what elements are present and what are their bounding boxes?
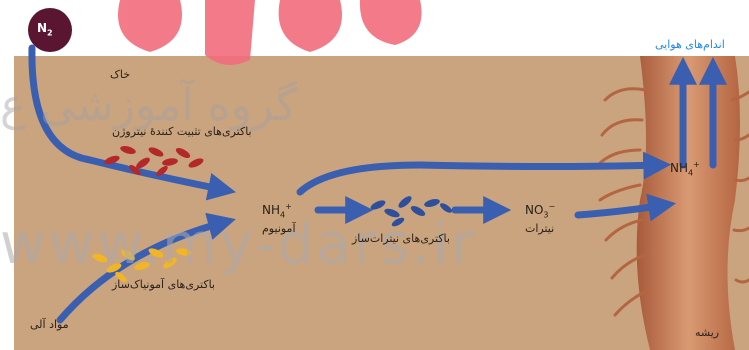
root-label: ریشه: [695, 326, 720, 339]
ammonium-formula: NH4+: [262, 202, 292, 220]
fixing-bacteria-label: باکتری‌های تثبیت کنندهٔ نیتروژن: [112, 125, 252, 138]
organic-matter-label: مواد آلی: [30, 318, 69, 331]
arrow-organic-to-ammonium: [56, 212, 236, 324]
ammonifying-bacteria-label: باکتری‌های آمونیاک‌ساز: [112, 278, 215, 291]
arrow-ammonium-to-root: [296, 151, 672, 196]
ammonium-name-label: آمونیوم: [262, 222, 296, 235]
nitrifying-bacteria-cluster: [370, 196, 452, 227]
aerial-parts-label: اندام‌های هوایی: [655, 38, 725, 51]
process-arrows: [28, 44, 727, 324]
nitrate-formula: NO3−: [525, 202, 556, 220]
n2-circle: [28, 8, 72, 52]
soil-label: خاک: [110, 68, 130, 81]
n2-label: N2: [37, 21, 53, 38]
fixing-bacteria-cluster: [104, 146, 204, 177]
logo-watermark: [118, 0, 422, 65]
arrow-n2-to-bacteria: [28, 44, 236, 201]
ammonifying-bacteria-cluster: [92, 248, 192, 283]
root-ammonium-formula: NH4+: [670, 160, 700, 178]
arrow-nitrate-to-root: [574, 193, 677, 222]
nitrifying-bacteria-label: باکتری‌های نیترات‌ساز: [352, 232, 450, 245]
nitrate-name-label: نیترات: [525, 222, 555, 235]
